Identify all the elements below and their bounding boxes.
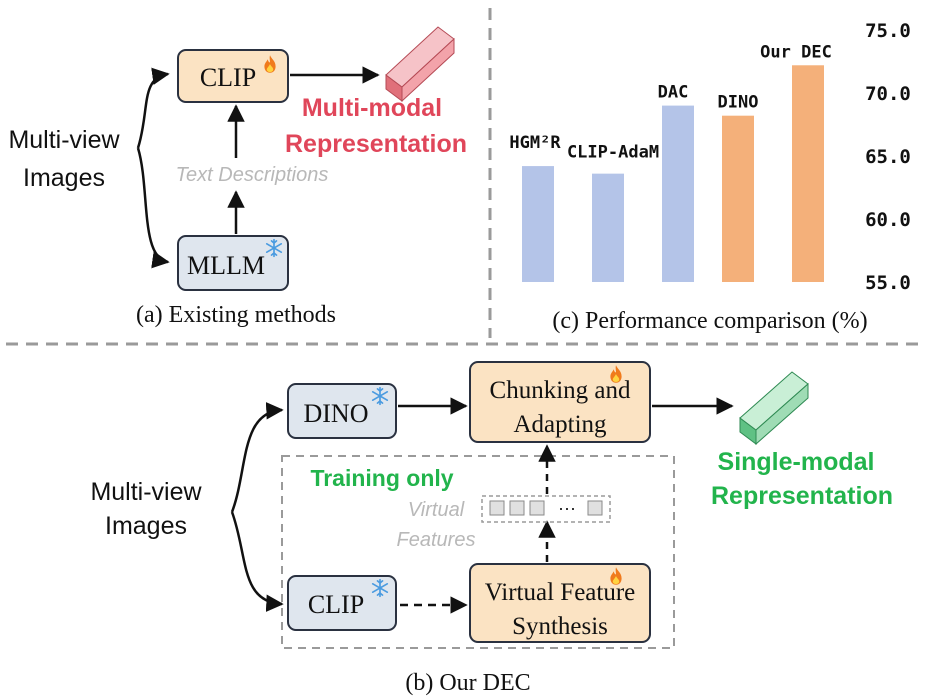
- chart-bar: [792, 65, 824, 282]
- training-only-region: [281, 455, 675, 649]
- chart-bar-label: DAC: [658, 83, 689, 103]
- chart-y-tick-label: 55.0: [865, 272, 911, 294]
- virtual-feature-cube: [509, 500, 525, 516]
- chart-bars: [522, 65, 824, 283]
- text-descriptions-label: Text Descriptions: [176, 164, 329, 186]
- chart-bar-label: DINO: [718, 93, 759, 113]
- branch-curve-b-upper: [230, 402, 284, 513]
- caption-c: (c) Performance comparison (%): [552, 308, 867, 334]
- panel-b: Multi-view Images Training only DINO CLI…: [90, 361, 893, 696]
- training-only-label: Training only: [310, 465, 453, 491]
- virtual-feature-cubes: [489, 500, 603, 516]
- virtual-features-container: [481, 495, 611, 523]
- virtual-feature-synthesis-box: [469, 563, 651, 643]
- chart-y-tick-label: 60.0: [865, 209, 911, 231]
- virtual-feature-cube: [489, 500, 505, 516]
- chunking-adapting-box: [469, 361, 651, 443]
- virtual-feature-cube: [529, 500, 545, 516]
- multi-modal-label-line1: Multi-modal: [302, 94, 442, 122]
- multi-modal-label-line2: Representation: [285, 130, 467, 158]
- chart-y-tick-label: 75.0: [865, 20, 911, 42]
- branch-curve-a-lower: [136, 147, 170, 269]
- chart-bar-label: HGM²R: [509, 133, 561, 153]
- performance-chart: HGM²R CLIP-AdaM DAC DINO Our DEC 55.0 60.0 65.…: [509, 20, 910, 294]
- input-label-a-line1: Multi-view: [8, 126, 120, 154]
- multi-modal-block-icon: [385, 26, 455, 103]
- clip-box-b: [287, 575, 397, 631]
- chart-bar-label: Our DEC: [760, 42, 832, 62]
- chunking-label-line1: Chunking and: [490, 377, 631, 404]
- dino-label-b: DINO: [304, 399, 369, 428]
- single-modal-block-icon: [739, 371, 809, 446]
- chart-bar: [662, 105, 694, 282]
- chart-y-ticks: 55.0 60.0 65.0 70.0 75.0: [865, 20, 911, 294]
- virtual-features-dots: ···: [558, 498, 576, 518]
- input-label-b-line2: Images: [105, 512, 187, 540]
- virtual-features-line2: Features: [397, 529, 476, 551]
- chart-bar-label: CLIP-AdaM: [567, 143, 659, 163]
- vfs-label-line1: Virtual Feature: [485, 579, 636, 606]
- vfs-label-line2: Synthesis: [512, 613, 608, 640]
- virtual-feature-cube: [587, 500, 603, 516]
- mllm-box-a: [177, 235, 289, 291]
- panel-a: Multi-view Images CLIP MLLM Text Descrip…: [8, 26, 467, 328]
- clip-box-a: [177, 49, 289, 103]
- clip-label-b: CLIP: [308, 590, 364, 619]
- chart-y-tick-label: 65.0: [865, 146, 911, 168]
- branch-curve-a: [136, 67, 170, 149]
- input-label-a-line2: Images: [23, 164, 105, 192]
- chart-bar: [592, 173, 624, 282]
- mllm-label-a: MLLM: [187, 251, 265, 280]
- caption-a: (a) Existing methods: [136, 302, 336, 328]
- branch-curve-b-lower: [230, 511, 284, 612]
- caption-b: (b) Our DEC: [405, 670, 530, 696]
- chart-bar-labels: HGM²R CLIP-AdaM DAC DINO Our DEC: [509, 42, 831, 162]
- chunking-label-line2: Adapting: [513, 411, 607, 438]
- virtual-features-line1: Virtual: [408, 499, 465, 521]
- dino-box-b: [287, 383, 397, 439]
- input-label-b-line1: Multi-view: [90, 478, 202, 506]
- chart-y-tick-label: 70.0: [865, 83, 911, 105]
- chart-bar: [522, 166, 554, 282]
- chart-bar: [722, 115, 754, 283]
- clip-label-a: CLIP: [200, 63, 256, 92]
- single-modal-label-line1: Single-modal: [718, 448, 875, 476]
- single-modal-label-line2: Representation: [711, 482, 893, 510]
